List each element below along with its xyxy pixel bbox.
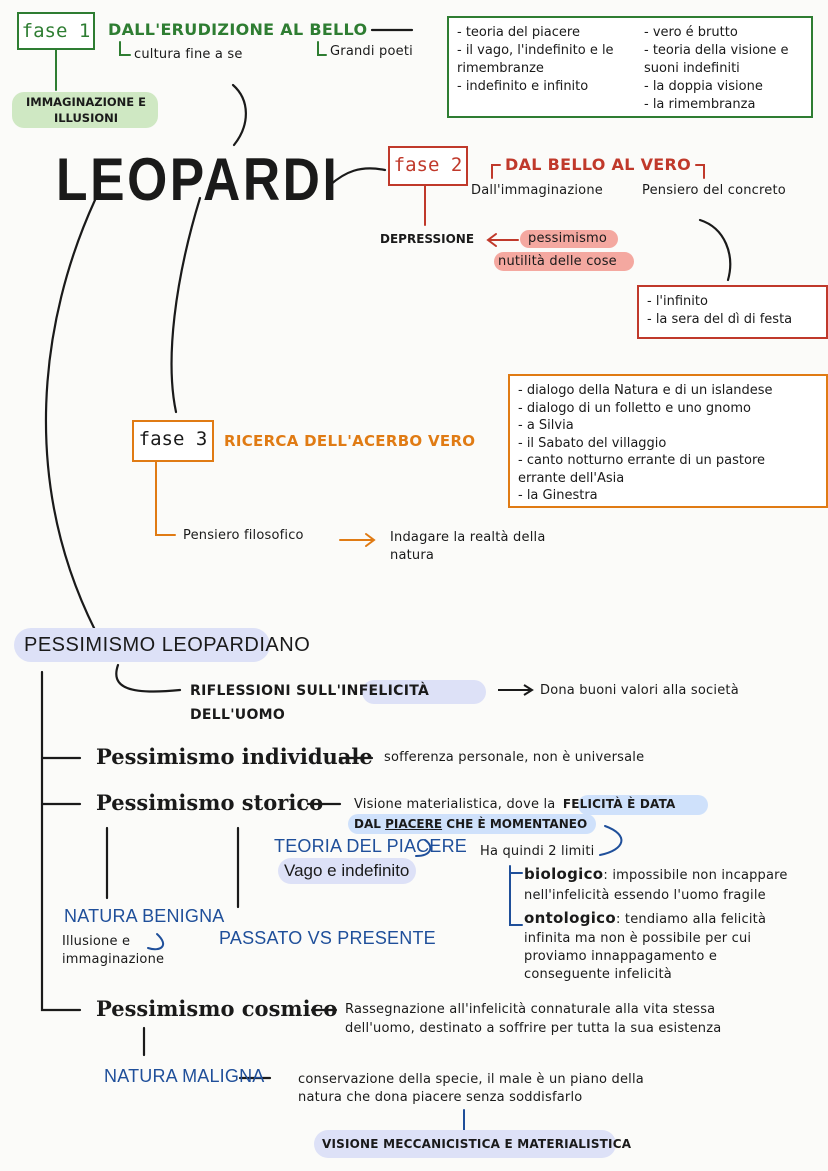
reflections-line2: DELL'UOMO bbox=[190, 707, 286, 723]
pessimism-highlight bbox=[520, 230, 618, 248]
phase3-list-item: - il Sabato del villaggio bbox=[518, 435, 667, 451]
phase1-list-item: - teoria della visione e bbox=[644, 43, 789, 58]
individual-desc: sofferenza personale, non è universale bbox=[384, 750, 645, 765]
phase3-list-item: - la Ginestra bbox=[518, 488, 598, 503]
phase2-list-item: - la sera del dì di festa bbox=[647, 312, 793, 327]
phase2-list-item: - l'infinito bbox=[647, 294, 708, 309]
historical-pessimism: Pessimismo storico bbox=[96, 790, 324, 815]
pleasure-theory: TEORIA DEL PIACERE bbox=[274, 836, 467, 856]
phase1-list-item: - vero é brutto bbox=[644, 25, 738, 40]
piacere-highlight bbox=[348, 814, 596, 834]
phase3-investigate-line2: natura bbox=[390, 548, 435, 563]
biological-line2: nell'infelicità essendo l'uomo fragile bbox=[524, 888, 766, 903]
phase2-uselessness: nutilità delle cose bbox=[498, 254, 617, 269]
phase1-list-item: - il vago, l'indefinito e le bbox=[457, 43, 614, 58]
phase1-sub-right: Grandi poeti bbox=[330, 44, 413, 59]
reflections-highlight-text: INFELICITÀ bbox=[341, 683, 430, 699]
phase3-list-item: errante dell'Asia bbox=[518, 470, 625, 486]
phase2-box: fase 2 bbox=[388, 146, 468, 186]
phase3-list-item: - dialogo della Natura e di un islandese bbox=[518, 383, 773, 398]
two-limits: Ha quindi 2 limiti bbox=[480, 844, 595, 859]
malign-desc-line2: natura che dona piacere senza soddisfarl… bbox=[298, 1090, 583, 1105]
past-vs-present: PASSATO VS PRESENTE bbox=[219, 928, 436, 948]
phase1-tag-line1: IMMAGINAZIONE E bbox=[25, 95, 147, 109]
historical-desc-line2: DAL PIACERE CHE È MOMENTANEO bbox=[354, 817, 587, 831]
phase1-tag-line2: ILLUSIONI bbox=[53, 111, 119, 125]
ontological-line3: proviamo innappagamento e bbox=[524, 949, 718, 964]
ontological-line4: conseguente infelicità bbox=[524, 967, 672, 982]
phase2-list-box: - l'infinito - la sera del dì di festa bbox=[637, 285, 828, 339]
illusion-line2: immaginazione bbox=[62, 952, 165, 967]
individual-pessimism: Pessimismo individuale bbox=[96, 744, 373, 769]
vague-highlight bbox=[278, 858, 416, 884]
ontological-text: : tendiamo alla felicità bbox=[615, 912, 767, 927]
historical-desc-text: Visione materialistica, dove la bbox=[354, 797, 556, 812]
biological-line1: biologico: impossibile non incappare bbox=[524, 864, 788, 883]
pessimism-title-bg bbox=[14, 628, 270, 662]
infelicita-highlight bbox=[362, 680, 486, 704]
phase1-sub-left: cultura fine a se bbox=[134, 47, 243, 62]
phase1-heading: DALL'ERUDIZIONE AL BELLO bbox=[108, 20, 368, 39]
mechanistic-vision: VISIONE MECCANICISTICA E MATERIALISTICA bbox=[322, 1137, 632, 1151]
cosmic-desc-line1: Rassegnazione all'infelicità connaturale… bbox=[345, 1002, 716, 1017]
malign-nature: NATURA MALIGNA bbox=[104, 1066, 265, 1086]
uselessness-highlight bbox=[494, 252, 634, 271]
phase1-label: fase 1 bbox=[21, 20, 91, 42]
phase3-list-item: - a Silvia bbox=[518, 418, 574, 433]
felicita-highlight bbox=[578, 795, 708, 815]
phase2-pessimism: pessimismo bbox=[528, 231, 608, 246]
reflections-text: RIFLESSIONI SULL' bbox=[190, 683, 342, 699]
phase1-list-item: - la rimembranza bbox=[644, 97, 756, 112]
phase1-list-item: rimembranze bbox=[457, 61, 544, 76]
phase3-list-item: - dialogo di un folletto e uno gnomo bbox=[518, 400, 751, 416]
historical-desc-piacere: PIACERE bbox=[385, 817, 443, 831]
illusion-line1: Illusione e bbox=[62, 934, 131, 949]
ontological-line1: ontologico: tendiamo alla felicità bbox=[524, 908, 766, 927]
historical-desc-dal: DAL bbox=[354, 817, 386, 831]
cosmic-desc-line2: dell'uomo, destinato a soffrire per tutt… bbox=[345, 1021, 722, 1036]
malign-desc-line1: conservazione della specie, il male è un… bbox=[298, 1072, 644, 1087]
phase1-list-box: - teoria del piacere - il vago, l'indefi… bbox=[447, 16, 813, 118]
historical-desc-momentaneo: CHE È MOMENTANEO bbox=[442, 817, 588, 831]
vague-indefinite: Vago e indefinito bbox=[284, 861, 410, 880]
phase3-list-item: - canto notturno errante di un pastore bbox=[518, 453, 766, 468]
phase1-list-item: - la doppia visione bbox=[644, 79, 763, 94]
ontological-label: ontologico bbox=[524, 909, 616, 927]
phase1-list-item: - teoria del piacere bbox=[457, 25, 580, 40]
phase1-box: fase 1 bbox=[17, 12, 95, 50]
historical-desc-line1: Visione materialistica, dove la FELICITÀ… bbox=[354, 797, 676, 812]
biological-label: biologico bbox=[524, 865, 604, 883]
biological-text: : impossibile non incappare bbox=[603, 868, 788, 883]
phase2-left: Dall'immaginazione bbox=[471, 183, 603, 198]
benign-nature: NATURA BENIGNA bbox=[64, 906, 225, 926]
main-title: LEOPARDI bbox=[56, 146, 340, 213]
phase2-right: Pensiero del concreto bbox=[642, 183, 786, 198]
phase2-label: fase 2 bbox=[393, 154, 463, 176]
phase3-list-box: - dialogo della Natura e di un islandese… bbox=[508, 374, 828, 508]
phase1-list-item: suoni indefiniti bbox=[644, 61, 740, 76]
phase3-heading: RICERCA DELL'ACERBO VERO bbox=[224, 432, 476, 450]
reflections-result: Dona buoni valori alla società bbox=[540, 683, 739, 698]
phase1-tag-bg bbox=[12, 92, 158, 128]
reflections-line1: RIFLESSIONI SULL'INFELICITÀ bbox=[190, 683, 429, 699]
phase1-list-item: - indefinito e infinito bbox=[457, 79, 589, 94]
phase2-depression: DEPRESSIONE bbox=[380, 232, 475, 246]
phase3-box: fase 3 bbox=[132, 420, 214, 462]
cosmic-pessimism: Pessimismo cosmico bbox=[96, 996, 338, 1021]
ontological-line2: infinita ma non è possibile per cui bbox=[524, 931, 752, 946]
mechanistic-bg bbox=[314, 1130, 616, 1158]
phase2-heading: DAL BELLO AL VERO bbox=[505, 155, 692, 174]
pessimism-title: PESSIMISMO LEOPARDIANO bbox=[24, 634, 311, 656]
phase3-investigate-line1: Indagare la realtà della bbox=[390, 530, 546, 545]
historical-desc-highlight: FELICITÀ È DATA bbox=[562, 797, 676, 811]
phase3-label: fase 3 bbox=[138, 428, 208, 450]
phase3-thought: Pensiero filosofico bbox=[183, 528, 304, 543]
